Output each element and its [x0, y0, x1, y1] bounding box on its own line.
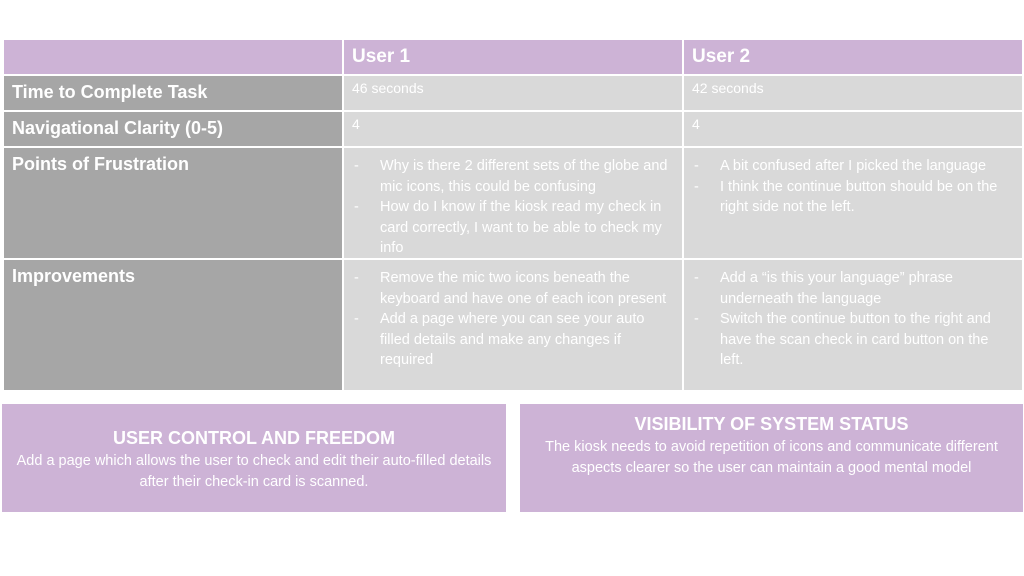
summary-body-user-control: Add a page which allows the user to chec…	[16, 453, 492, 490]
table-row-clarity: Navigational Clarity (0-5) 4 4	[4, 112, 1022, 148]
improvements-user-2: Add a “is this your language” phrase und…	[684, 260, 1022, 392]
frustration-user-1: Why is there 2 different sets of the glo…	[344, 148, 684, 260]
clarity-user-2: 4	[684, 112, 1022, 148]
header-user-2: User 2	[684, 40, 1022, 76]
summary-title-visibility: VISIBILITY OF SYSTEM STATUS	[634, 414, 909, 434]
summary-body-visibility: The kiosk needs to avoid repetition of i…	[545, 439, 998, 476]
time-user-1: 46 seconds	[344, 76, 684, 112]
list-item: I think the continue button should be on…	[692, 177, 1014, 218]
list-item: A bit confused after I picked the langua…	[692, 156, 1014, 177]
frustration-user-2-list: A bit confused after I picked the langua…	[692, 152, 1014, 218]
list-item: Remove the mic two icons beneath the key…	[352, 268, 674, 309]
list-item: How do I know if the kiosk read my check…	[352, 197, 674, 259]
summary-box-visibility: VISIBILITY OF SYSTEM STATUS The kiosk ne…	[520, 404, 1023, 512]
improvements-user-1: Remove the mic two icons beneath the key…	[344, 260, 684, 392]
improvements-user-2-list: Add a “is this your language” phrase und…	[692, 264, 1014, 371]
table-row-improvements: Improvements Remove the mic two icons be…	[4, 260, 1022, 392]
clarity-user-1: 4	[344, 112, 684, 148]
row-label-improvements: Improvements	[4, 260, 344, 392]
list-item: Why is there 2 different sets of the glo…	[352, 156, 674, 197]
row-label-time: Time to Complete Task	[4, 76, 344, 112]
table-header-row: User 1 User 2	[4, 40, 1022, 76]
frustration-user-1-list: Why is there 2 different sets of the glo…	[352, 152, 674, 259]
frustration-user-2: A bit confused after I picked the langua…	[684, 148, 1022, 260]
row-label-clarity: Navigational Clarity (0-5)	[4, 112, 344, 148]
list-item: Switch the continue button to the right …	[692, 309, 1014, 371]
list-item: Add a page where you can see your auto f…	[352, 309, 674, 371]
table-row-time: Time to Complete Task 46 seconds 42 seco…	[4, 76, 1022, 112]
usability-table: User 1 User 2 Time to Complete Task 46 s…	[4, 40, 1022, 392]
summary-title-user-control: USER CONTROL AND FREEDOM	[112, 428, 395, 448]
header-user-1: User 1	[344, 40, 684, 76]
list-item: Add a “is this your language” phrase und…	[692, 268, 1014, 309]
summary-box-user-control: USER CONTROL AND FREEDOM Add a page whic…	[2, 404, 506, 512]
header-corner-cell	[4, 40, 344, 76]
time-user-2: 42 seconds	[684, 76, 1022, 112]
improvements-user-1-list: Remove the mic two icons beneath the key…	[352, 264, 674, 371]
row-label-frustration: Points of Frustration	[4, 148, 344, 260]
table-row-frustration: Points of Frustration Why is there 2 dif…	[4, 148, 1022, 260]
